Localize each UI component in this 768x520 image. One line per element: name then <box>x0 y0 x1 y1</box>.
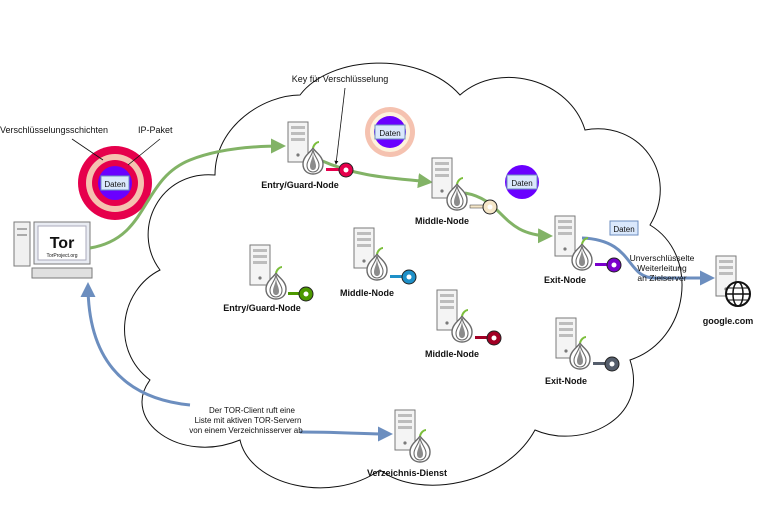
target-label: google.com <box>703 316 754 326</box>
key-icon <box>326 162 354 178</box>
server-icon <box>431 157 453 199</box>
middle-node-low: Middle-Node <box>425 289 502 359</box>
key-icon <box>469 199 498 215</box>
node-label: Middle-Node <box>425 349 479 359</box>
server-icon <box>249 244 271 286</box>
data-bubble-label: Daten <box>379 129 400 138</box>
unencrypted-line-1: Unverschlüsselte <box>630 253 695 263</box>
tor-logo-word: Tor <box>50 235 75 252</box>
data-bubble-label: Daten <box>613 225 634 234</box>
client-note-line-1: Der TOR-Client ruft eine <box>209 406 296 415</box>
encrypted-ip-packet: Daten <box>78 146 152 220</box>
key-label: Key für Verschlüsselung <box>292 74 389 84</box>
blue-route-exit <box>581 236 715 286</box>
node-label: Middle-Node <box>340 288 394 298</box>
node-label: Entry/Guard-Node <box>223 303 301 313</box>
server-icon <box>436 289 458 331</box>
client-computer: Tor TorProject.org <box>13 221 93 279</box>
exit-node-top: Exit-Node <box>544 215 622 285</box>
blue-route-client <box>80 282 191 407</box>
computer-icon <box>13 221 93 279</box>
entry-guard-node-left: Entry/Guard-Node <box>223 244 314 313</box>
unencrypted-line-2: Weiterleitung <box>637 263 687 273</box>
node-label: Entry/Guard-Node <box>261 180 339 190</box>
client-note-line-2: Liste mit aktiven TOR-Servern <box>195 416 302 425</box>
middle-node-top: Middle-Node <box>415 157 498 226</box>
unencrypted-line-3: an Zielserver <box>637 273 686 283</box>
green-route <box>89 138 286 250</box>
server-icon <box>287 121 309 163</box>
directory-service: Verzeichnis-Dienst <box>367 409 447 478</box>
globe-icon <box>725 281 751 307</box>
layers-label: Verschlüsselungsschichten <box>0 125 108 135</box>
key-icon <box>390 269 417 285</box>
packet-data-label: Daten <box>104 180 125 189</box>
server-icon <box>394 409 416 451</box>
server-icon <box>554 215 576 257</box>
data-bubble-2: Daten <box>505 165 539 199</box>
entry-guard-node-top: Entry/Guard-Node <box>261 121 354 190</box>
key-icon <box>595 257 622 273</box>
tor-logo: Tor TorProject.org <box>46 235 77 259</box>
key-icon <box>475 330 502 346</box>
key-icon <box>288 286 314 302</box>
data-bubble-3: Daten <box>609 220 639 236</box>
node-label: Exit-Node <box>545 376 587 386</box>
packet-label: IP-Paket <box>138 125 173 135</box>
client-note-line-3: von einem Verzeichnisserver ab <box>189 426 303 435</box>
node-label: Exit-Node <box>544 275 586 285</box>
data-bubble-label: Daten <box>511 179 532 188</box>
data-bubble-1: Daten <box>365 107 415 157</box>
key-icon <box>593 356 620 372</box>
node-label: Verzeichnis-Dienst <box>367 468 447 478</box>
tor-logo-url: TorProject.org <box>46 253 77 259</box>
middle-node-left: Middle-Node <box>340 227 417 298</box>
exit-node-low: Exit-Node <box>545 317 620 386</box>
blue-route-directory <box>299 426 393 442</box>
target-server: google.com <box>703 255 754 326</box>
node-label: Middle-Node <box>415 216 469 226</box>
